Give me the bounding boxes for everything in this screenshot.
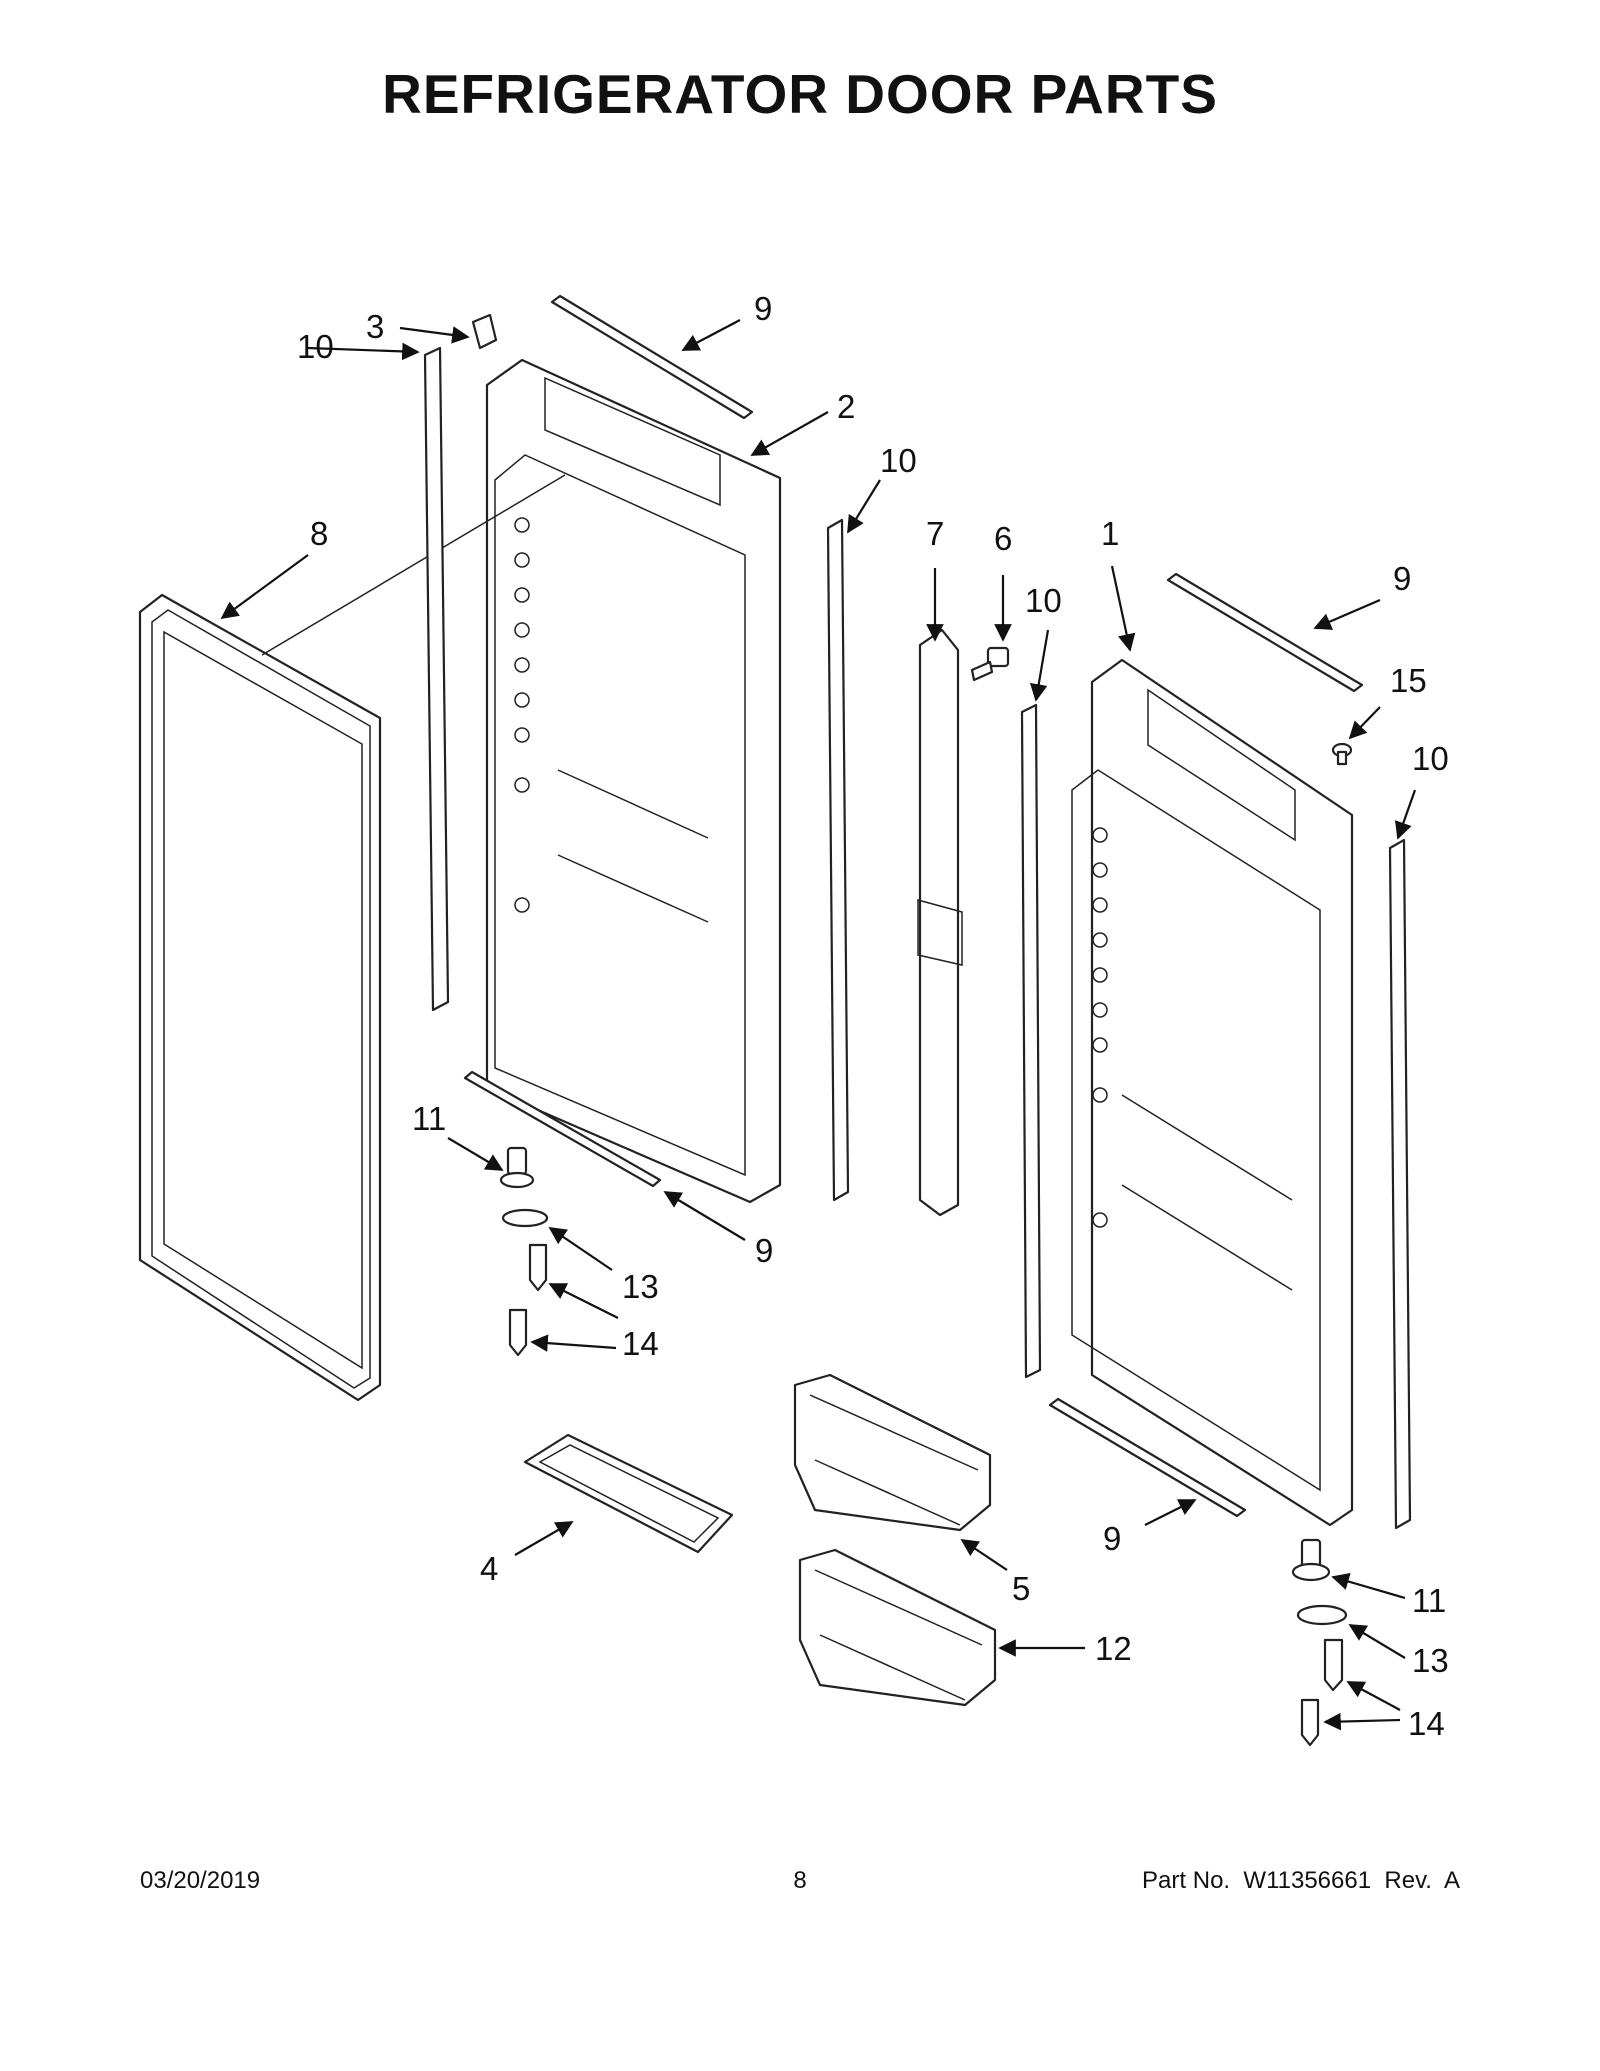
callout-12: 12 — [1095, 1630, 1132, 1667]
footer-date: 03/20/2019 — [140, 1867, 261, 1894]
callout-9-top-right: 9 — [1393, 560, 1411, 597]
callout-1: 1 — [1101, 515, 1119, 552]
door-tray — [523, 1433, 734, 1554]
door-gasket-left — [138, 593, 382, 1402]
callout-9-top-left: 9 — [754, 290, 772, 327]
callout-7: 7 — [926, 515, 944, 552]
mullion-screw — [970, 646, 1010, 682]
callout-6: 6 — [994, 520, 1012, 557]
callout-13-left: 13 — [622, 1268, 659, 1305]
callout-10-left: 10 — [297, 328, 334, 365]
callout-10-center: 10 — [880, 442, 917, 479]
hinge-hardware-left — [499, 1146, 549, 1357]
door-bin-upper — [793, 1373, 992, 1532]
center-mullion — [917, 628, 963, 1217]
door-trim-strip-mid-right — [1020, 703, 1042, 1379]
footer-page-number: 8 — [793, 1867, 807, 1894]
callout-9-bottom-right: 9 — [1103, 1520, 1121, 1557]
callout-5: 5 — [1012, 1570, 1030, 1607]
leader-lines — [220, 319, 1417, 1731]
clip-part — [471, 313, 498, 350]
door-trim-strip-center — [826, 518, 850, 1202]
callout-11-left: 11 — [412, 1100, 446, 1137]
callout-15: 15 — [1390, 662, 1427, 699]
door-cap-top-left — [550, 294, 754, 420]
callout-10-mid-right: 10 — [1025, 582, 1062, 619]
hinge-hardware-right — [1291, 1538, 1348, 1747]
callout-3: 3 — [366, 308, 384, 345]
callout-labels: 3 9 2 10 10 8 7 6 10 1 9 15 10 11 9 13 1… — [297, 290, 1449, 1742]
callout-11-right: 11 — [1412, 1582, 1446, 1619]
callout-14-right: 14 — [1408, 1705, 1445, 1742]
callout-13-right: 13 — [1412, 1642, 1449, 1679]
door-bin-lower — [798, 1548, 997, 1707]
callout-9-bottom-left: 9 — [755, 1232, 773, 1269]
callout-2: 2 — [837, 388, 855, 425]
door-cap-top-right — [1166, 572, 1364, 693]
door-cap-bottom-right — [1048, 1397, 1247, 1518]
door-trim-strip-far-right — [1388, 838, 1412, 1530]
door-liner-right — [1071, 658, 1354, 1527]
callout-4: 4 — [480, 1550, 498, 1587]
door-screw-small — [1331, 742, 1353, 766]
callout-10-far-right: 10 — [1412, 740, 1449, 777]
callout-14-left: 14 — [622, 1325, 659, 1362]
page-title: REFRIGERATOR DOOR PARTS — [382, 63, 1218, 125]
door-cap-bottom-left — [463, 1070, 662, 1188]
footer-part-number: Part No. W11356661 Rev. A — [1142, 1867, 1460, 1894]
door-trim-strip-left — [423, 346, 450, 1012]
callout-8: 8 — [310, 515, 328, 552]
